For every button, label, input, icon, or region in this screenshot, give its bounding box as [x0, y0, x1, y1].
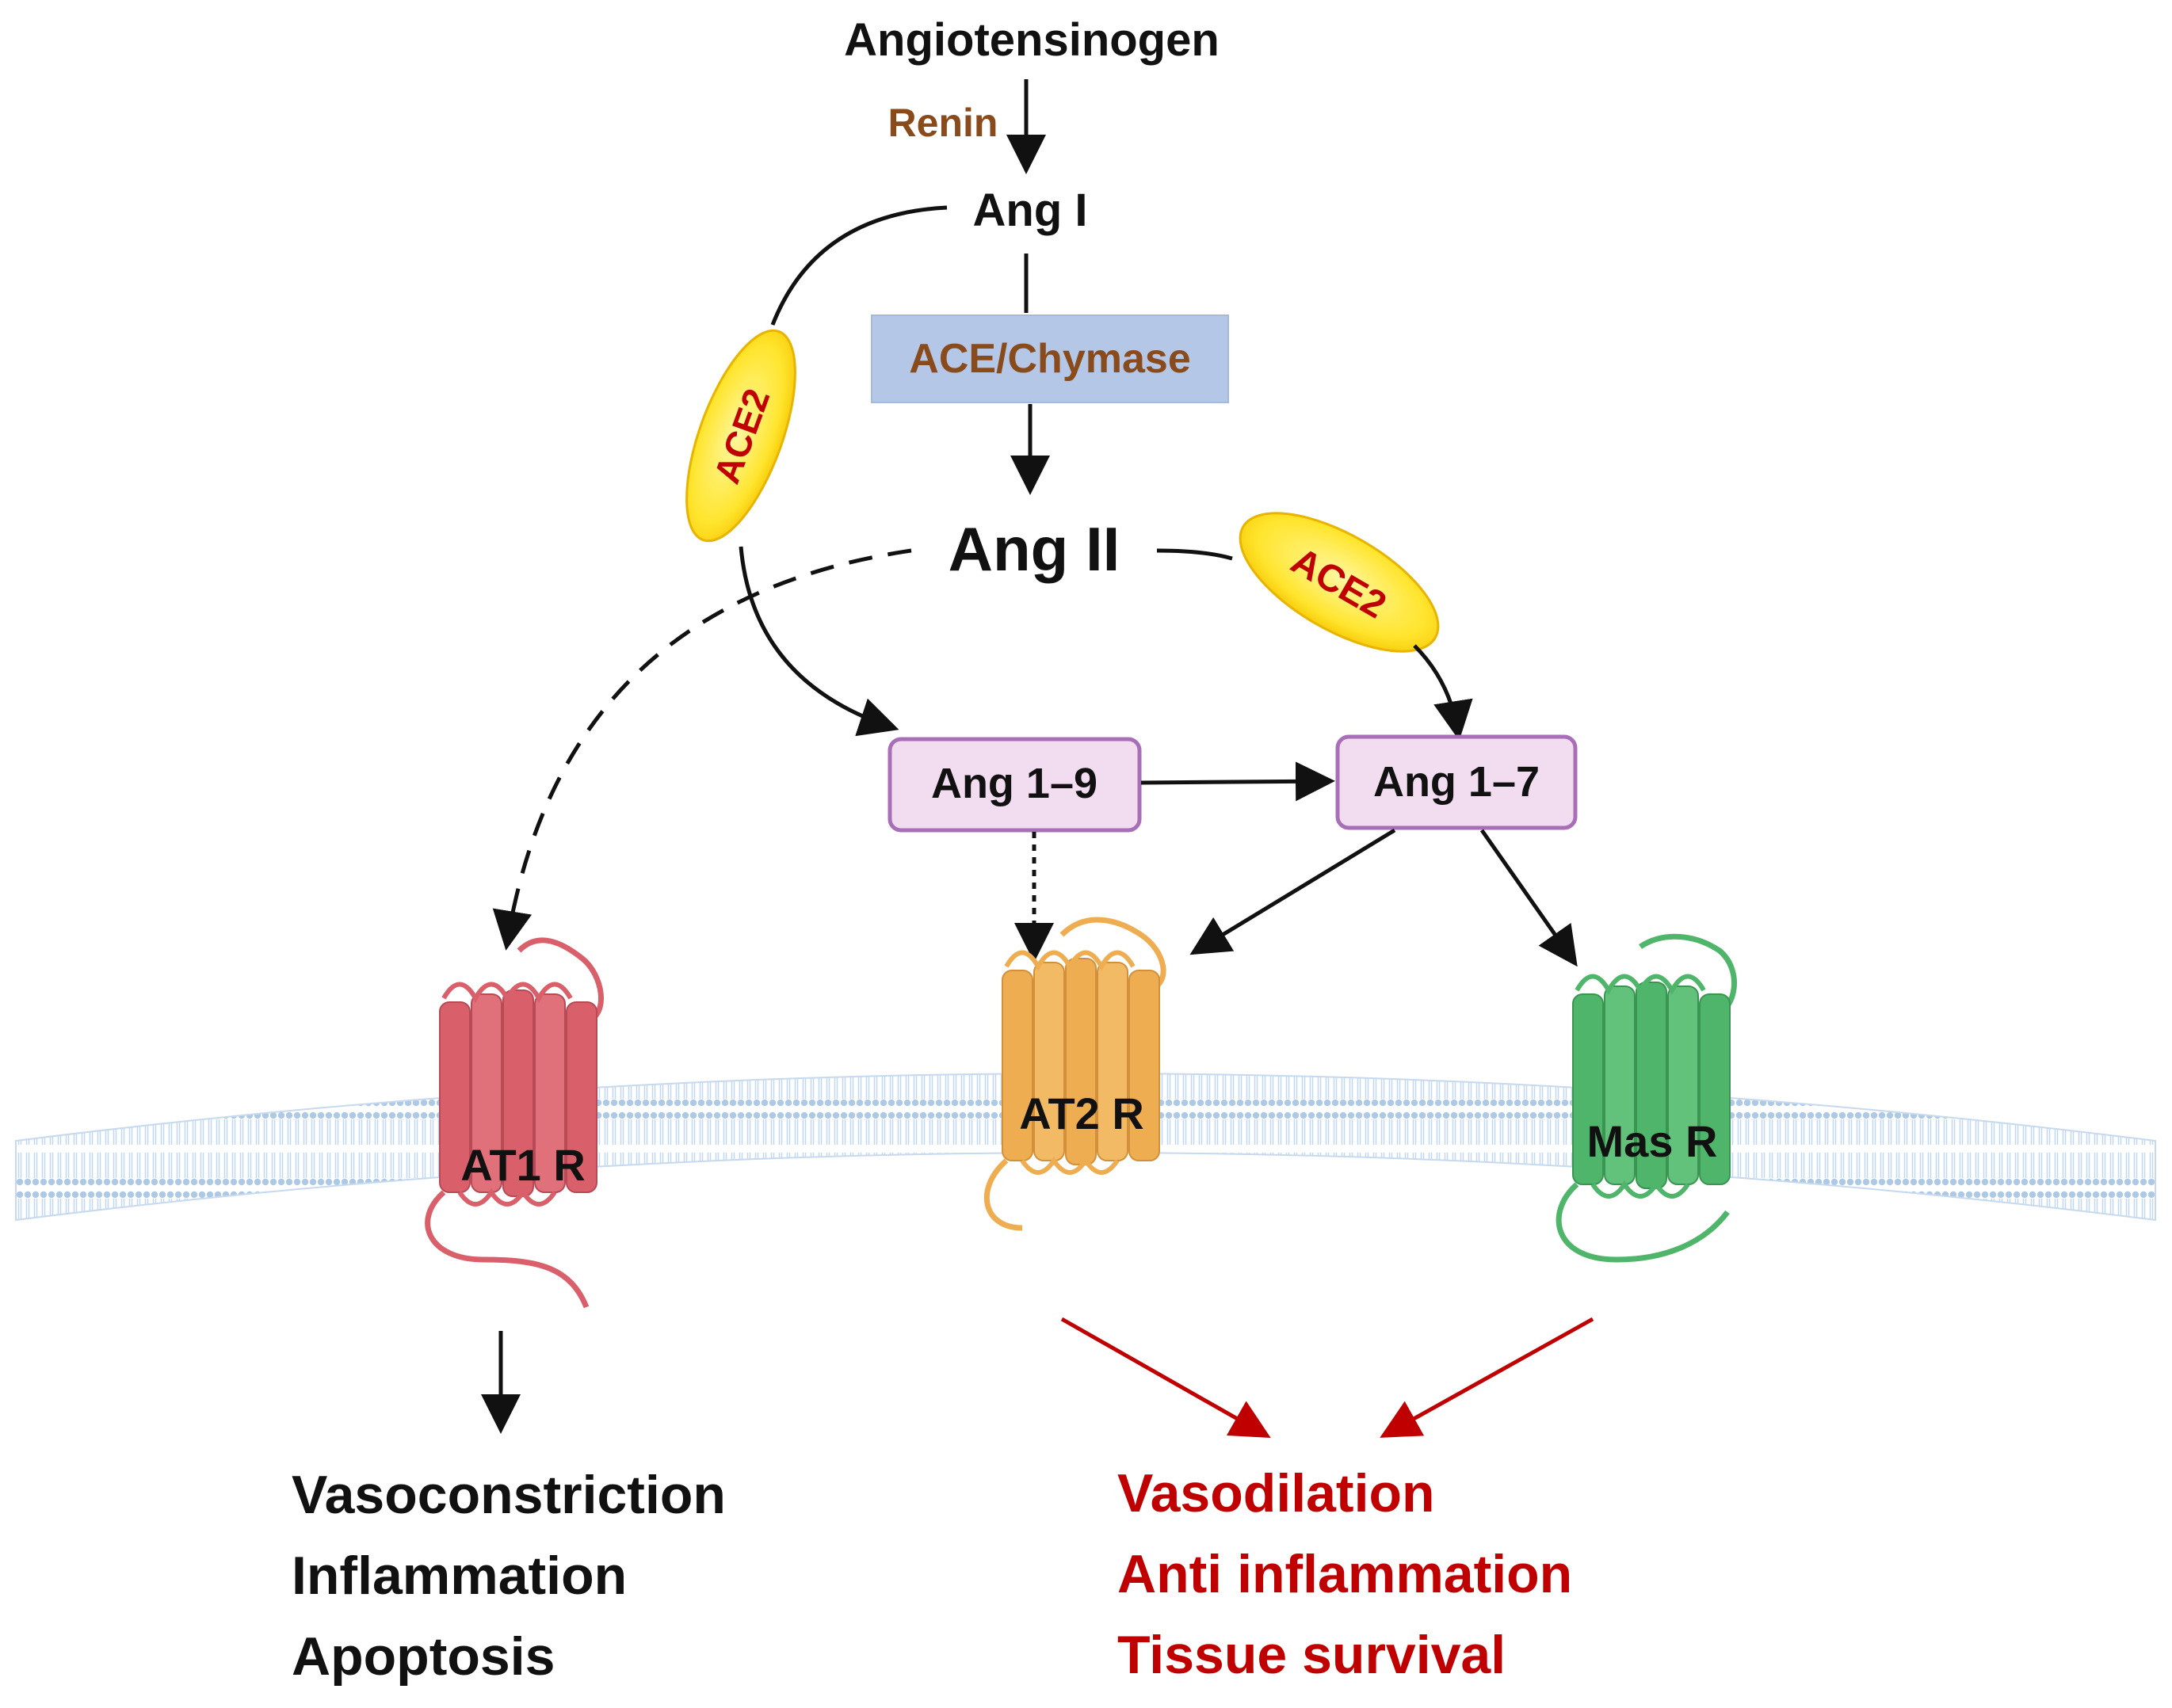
arrow-ang17-to-mas [1479, 829, 1578, 967]
at2-receptor: AT2 R [983, 917, 1166, 1231]
mas-receptor: Mas R [1556, 933, 1737, 1263]
effect-left-2: Inflammation [292, 1546, 627, 1606]
ang17-label: Ang 1–7 [1373, 758, 1540, 806]
ace-chymase-box [871, 315, 1229, 403]
effect-right-3: Tissue survival [1117, 1625, 1506, 1685]
arrow-ang17-to-at2 [1189, 828, 1396, 955]
angiotensinogen-label: Angiotensinogen [844, 14, 1220, 66]
mas-label: Mas R [1587, 1116, 1718, 1166]
ace-chymase-label: ACE/Chymase [909, 336, 1190, 382]
effect-left-1: Vasoconstriction [292, 1465, 726, 1525]
arrow-ang19-to-ang17 [1140, 761, 1335, 802]
effect-left-3: Apoptosis [292, 1626, 555, 1687]
ang1-label: Ang I [973, 185, 1088, 236]
renin-label: Renin [888, 101, 998, 145]
curve-ang2-to-ace2-right [1156, 548, 1233, 561]
ang19-box [888, 737, 1142, 833]
ace2-left-enzyme: ACE2 [685, 329, 796, 543]
ang2-label: Ang II [949, 514, 1120, 584]
at1-label: AT1 R [460, 1140, 586, 1190]
arrow-mas-to-effects [1380, 1317, 1594, 1438]
arrow-ace2-to-ang17 [1413, 644, 1473, 741]
curve-ang1-to-ace2-left [770, 205, 948, 326]
arrow-ace2-to-ang19 [739, 546, 899, 737]
ang19-label: Ang 1–9 [931, 760, 1097, 807]
ang17-box [1335, 734, 1578, 830]
at2-label: AT2 R [1019, 1088, 1144, 1138]
dashed-arrow-ang2-to-at1 [492, 548, 912, 951]
at1-receptor: AT1 R [425, 937, 604, 1309]
effect-right-1: Vasodilation [1117, 1463, 1435, 1523]
arrow-at2-to-effects [1060, 1317, 1271, 1438]
effect-right-2: Anti inflammation [1117, 1544, 1572, 1604]
ace2-right-enzyme: ACE2 [1239, 512, 1440, 653]
